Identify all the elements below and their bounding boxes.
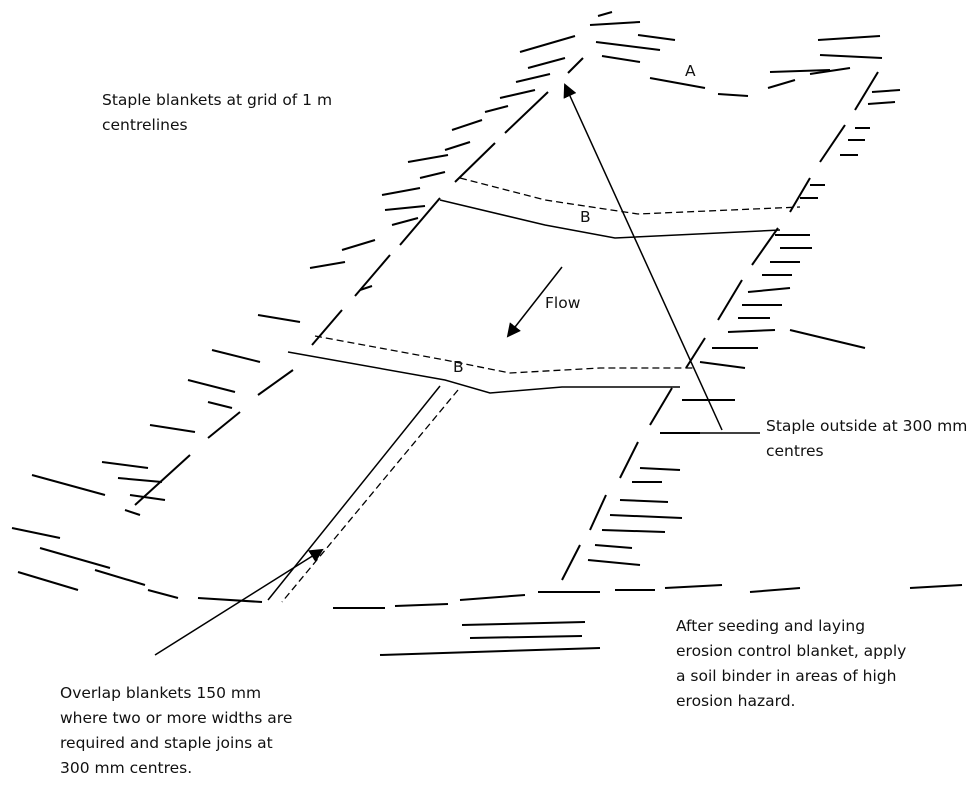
- soil-binder-line-3: a soil binder in areas of high: [676, 667, 897, 685]
- soil-binder-line-4: erosion hazard.: [676, 692, 796, 710]
- point-b-upper-label: B: [580, 208, 591, 226]
- point-a-label: A: [685, 62, 696, 80]
- upper-blanket-boundary: [439, 177, 801, 239]
- staple-grid-label: Staple blankets at grid of 1 m centrelin…: [102, 88, 332, 138]
- staple-outside-label: Staple outside at 300 mm centres: [766, 414, 967, 464]
- right-bank-hatching: [587, 89, 901, 566]
- lower-blanket-boundary: [287, 335, 695, 394]
- overlap-line-1: Overlap blankets 150 mm: [60, 684, 262, 702]
- overlap-line-3: required and staple joins at: [60, 734, 273, 752]
- point-b-lower-label: B: [453, 358, 464, 376]
- overlap-strip: [267, 385, 459, 603]
- right-bank-edge: [561, 71, 879, 581]
- soil-binder-line-2: erosion control blanket, apply: [676, 642, 907, 660]
- staple-outside-leader: [563, 83, 723, 431]
- flow-arrow: [506, 266, 563, 338]
- overlap-line-2: where two or more widths are: [60, 709, 293, 727]
- staple-outside-line-2: centres: [766, 442, 824, 460]
- left-bank-hatching: [31, 35, 576, 516]
- overlap-label: Overlap blankets 150 mm where two or mor…: [60, 681, 292, 781]
- overlap-line-4: 300 mm centres.: [60, 759, 193, 777]
- soil-binder-label: After seeding and laying erosion control…: [676, 614, 906, 714]
- overlap-leader: [154, 548, 324, 656]
- staple-grid-line-2: centrelines: [102, 116, 188, 134]
- bottom-crest: [11, 527, 963, 656]
- left-bank-edge: [134, 57, 584, 506]
- top-crest: [589, 11, 883, 97]
- soil-binder-line-1: After seeding and laying: [676, 617, 866, 635]
- flow-label: Flow: [545, 294, 581, 312]
- staple-outside-line-1: Staple outside at 300 mm: [766, 417, 968, 435]
- staple-grid-line-1: Staple blankets at grid of 1 m: [102, 91, 333, 109]
